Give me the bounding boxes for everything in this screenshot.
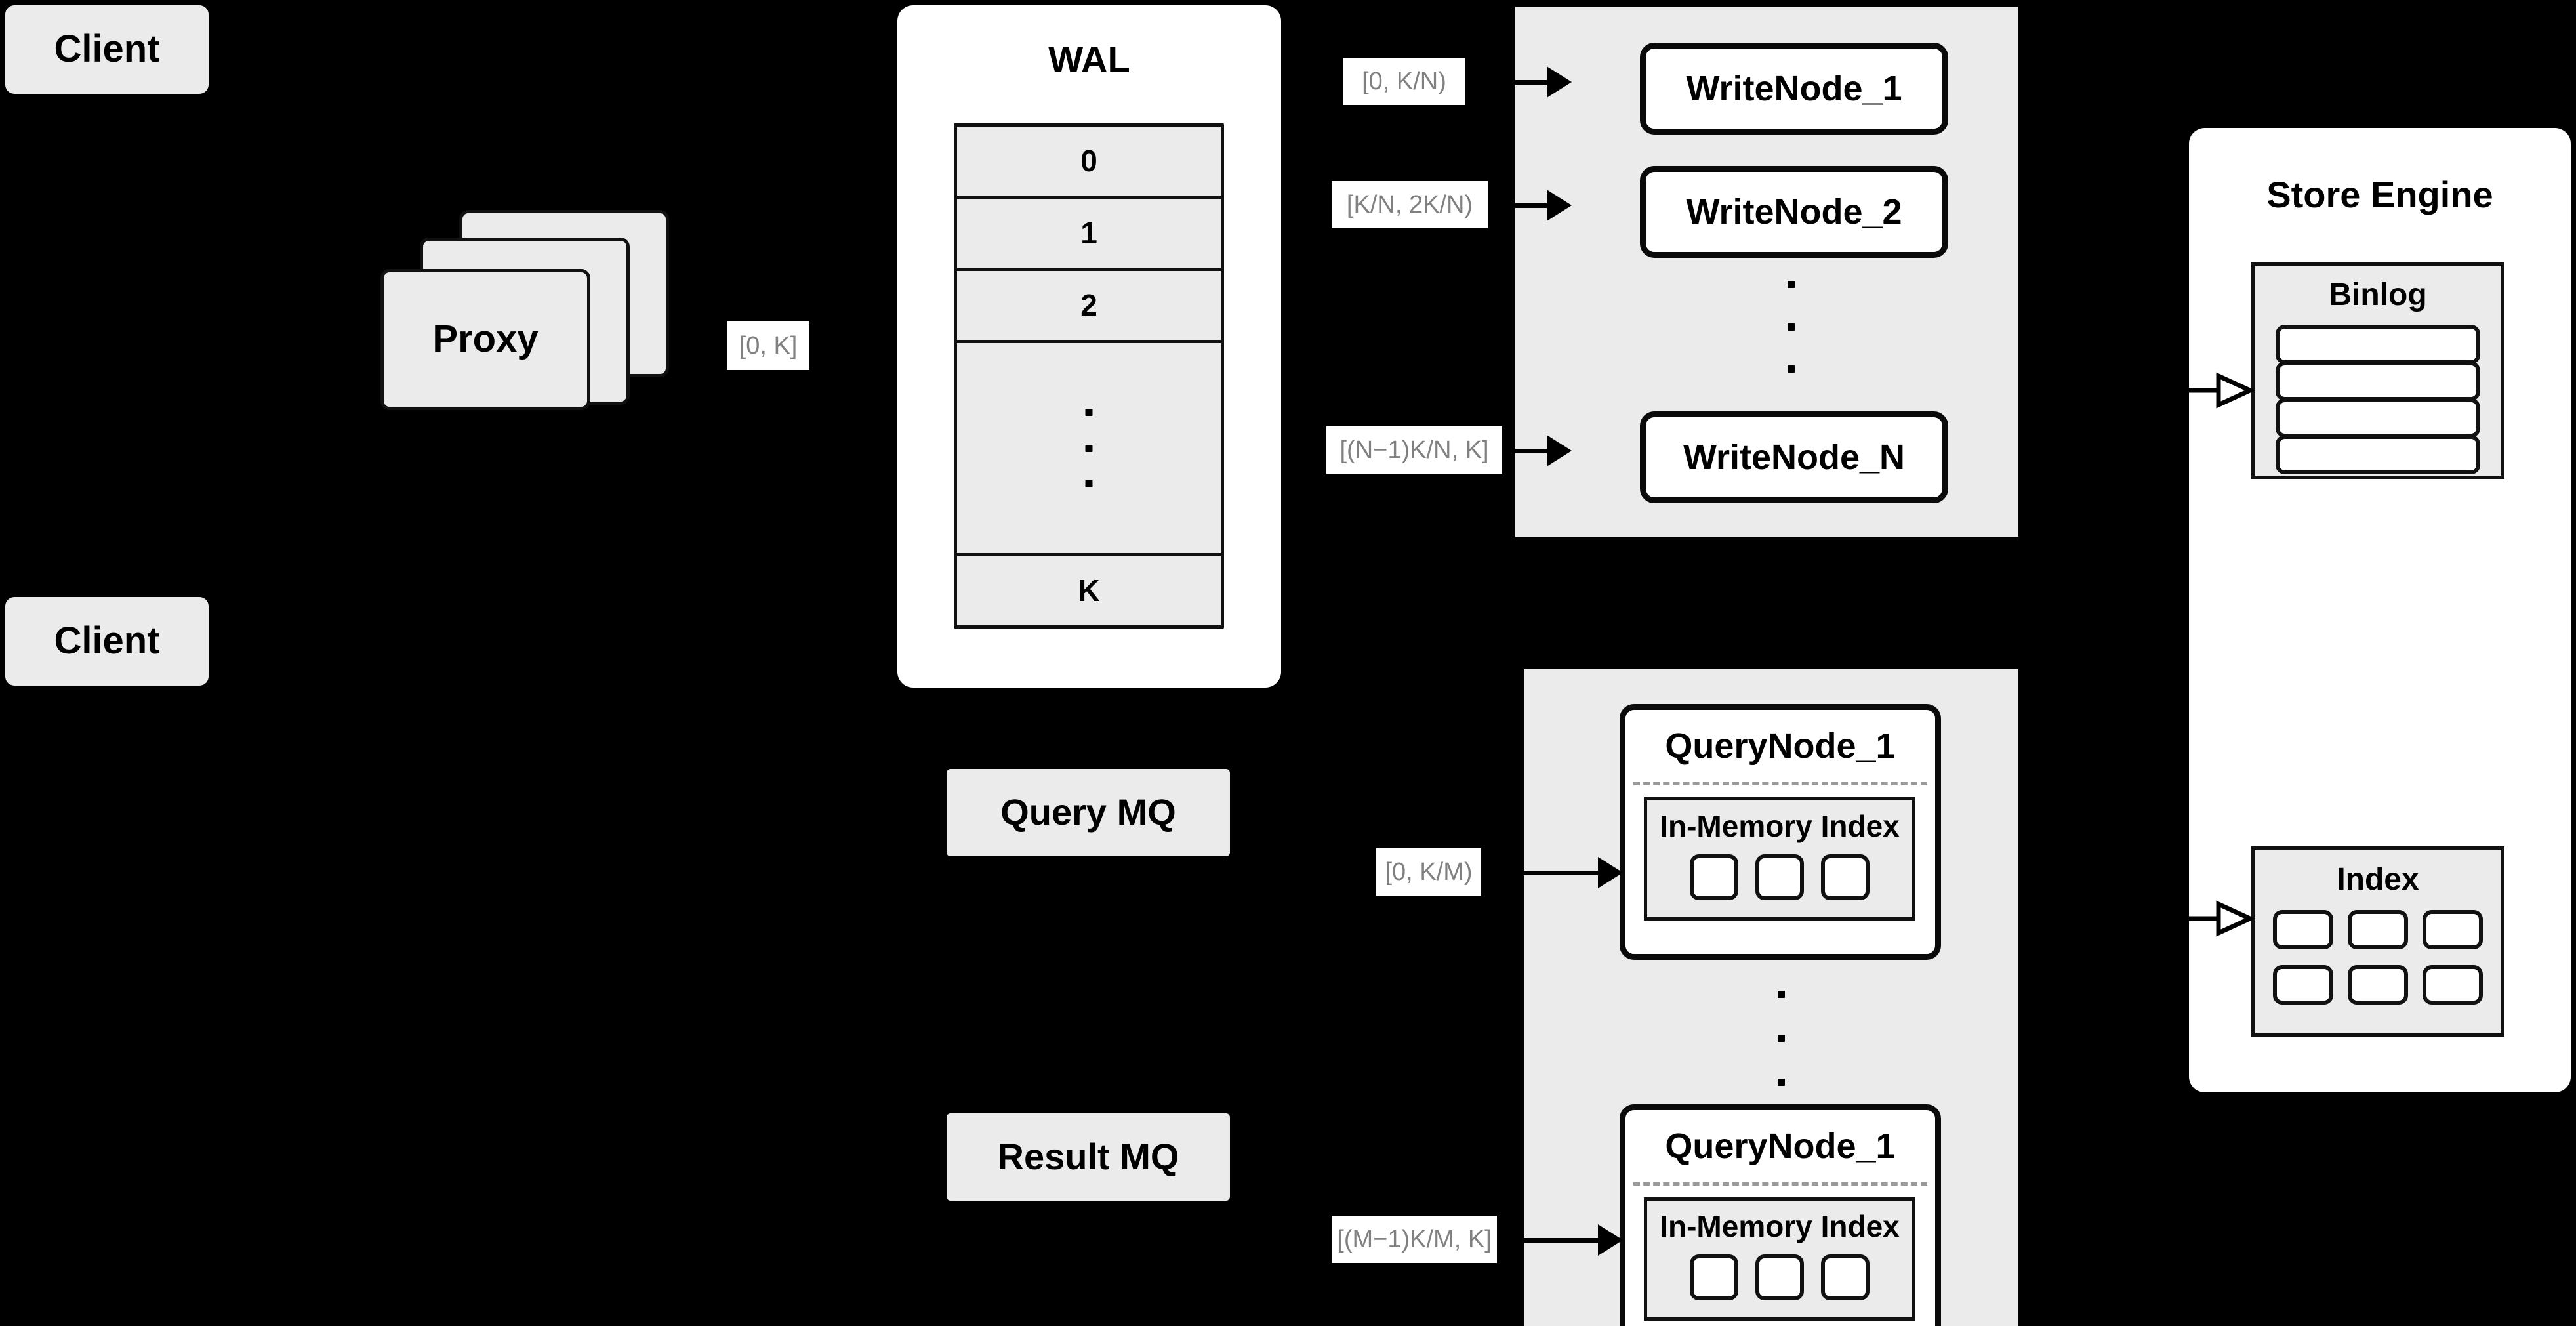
proxy-label: Proxy <box>432 318 539 361</box>
index-box: Index <box>2251 846 2504 1037</box>
write-node-group: WriteNode_1 WriteNode_2 WriteNode_N <box>1515 7 2018 537</box>
write-node-n[interactable]: WriteNode_N <box>1640 411 1948 503</box>
client-label-1: Client <box>54 28 160 71</box>
index-title: Index <box>2337 861 2419 897</box>
interval-tag-write-node-n: [(N−1)K/N, K] <box>1326 426 1502 474</box>
interval-tag-write-node-2: [K/N, 2K/N) <box>1332 181 1488 228</box>
client-box-1[interactable]: Client <box>5 5 209 94</box>
index-cell[interactable] <box>1755 1254 1804 1300</box>
write-node-ellipsis-dots <box>1788 281 1795 373</box>
arrow-to-index <box>2184 900 2256 937</box>
index-cells <box>2255 910 2501 1005</box>
write-node-2[interactable]: WriteNode_2 <box>1640 166 1948 258</box>
arrow-to-binlog <box>2184 372 2256 409</box>
query-node-1-title: QueryNode_1 <box>1665 726 1896 766</box>
store-engine-title: Store Engine <box>2266 174 2493 216</box>
proxy-card-front[interactable]: Proxy <box>380 269 590 410</box>
client-label-2: Client <box>54 619 160 663</box>
index-cell[interactable] <box>2348 965 2408 1005</box>
wal-ellipsis-dots <box>1085 409 1093 487</box>
in-memory-index-title-1: In-Memory Index <box>1660 808 1900 843</box>
store-engine-panel: Store Engine Binlog Index <box>2189 128 2571 1092</box>
binlog-row[interactable] <box>2276 435 2480 474</box>
index-cell[interactable] <box>1755 854 1804 900</box>
query-node-2-divider <box>1633 1182 1927 1186</box>
wal-entry-table: 0 1 2 K <box>954 123 1224 631</box>
in-memory-index-cells-1 <box>1647 854 1912 900</box>
interval-tag-write-node-1: [0, K/N) <box>1343 58 1465 105</box>
index-cell[interactable] <box>1821 854 1870 900</box>
in-memory-index-title-2: In-Memory Index <box>1660 1209 1900 1243</box>
wal-title: WAL <box>1048 38 1130 80</box>
index-cell[interactable] <box>1690 854 1738 900</box>
index-cell[interactable] <box>2423 910 2483 949</box>
result-mq-box[interactable]: Result MQ <box>947 1113 1230 1201</box>
arrow-to-query-node-1 <box>1378 856 1627 889</box>
binlog-box: Binlog <box>2251 262 2504 479</box>
interval-tag-query-node-1: [0, K/M) <box>1376 848 1481 896</box>
index-cell[interactable] <box>2348 910 2408 949</box>
in-memory-index-cells-2 <box>1647 1254 1912 1300</box>
query-node-group: QueryNode_1 In-Memory Index QueryNode_1 <box>1524 669 2018 1326</box>
wal-entry-1[interactable]: 1 <box>954 196 1224 271</box>
index-cell[interactable] <box>1821 1254 1870 1300</box>
interval-tag-query-node-m: [(M−1)K/M, K] <box>1332 1216 1497 1263</box>
binlog-title: Binlog <box>2329 277 2427 312</box>
proxy-stack[interactable]: Proxy <box>380 210 682 440</box>
index-cell[interactable] <box>1690 1254 1738 1300</box>
wal-entry-0[interactable]: 0 <box>954 123 1224 199</box>
query-node-1-divider <box>1633 782 1927 785</box>
query-mq-box[interactable]: Query MQ <box>947 769 1230 856</box>
index-cell[interactable] <box>2273 965 2333 1005</box>
index-cell[interactable] <box>2423 965 2483 1005</box>
query-node-1-in-memory-index: In-Memory Index <box>1644 797 1915 921</box>
interval-tag-proxy-to-wal: [0, K] <box>727 321 809 370</box>
query-node-ellipsis-dots <box>1778 991 1785 1086</box>
wal-entry-k[interactable]: K <box>954 553 1224 629</box>
query-node-1[interactable]: QueryNode_1 In-Memory Index <box>1620 704 1941 960</box>
binlog-row[interactable] <box>2276 398 2480 438</box>
interval-tag-text: [0, K] <box>739 331 798 360</box>
query-node-2-in-memory-index: In-Memory Index <box>1644 1197 1915 1321</box>
binlog-row[interactable] <box>2276 362 2480 401</box>
query-node-2[interactable]: QueryNode_1 In-Memory Index <box>1620 1104 1941 1326</box>
index-cell[interactable] <box>2273 910 2333 949</box>
client-box-2[interactable]: Client <box>5 597 209 686</box>
query-node-2-title: QueryNode_1 <box>1665 1126 1896 1166</box>
binlog-rows <box>2255 325 2501 474</box>
binlog-row[interactable] <box>2276 325 2480 364</box>
write-node-1[interactable]: WriteNode_1 <box>1640 43 1948 135</box>
wal-panel: WAL 0 1 2 K <box>897 5 1281 688</box>
wal-entry-ellipsis <box>954 340 1224 556</box>
wal-entry-2[interactable]: 2 <box>954 268 1224 343</box>
